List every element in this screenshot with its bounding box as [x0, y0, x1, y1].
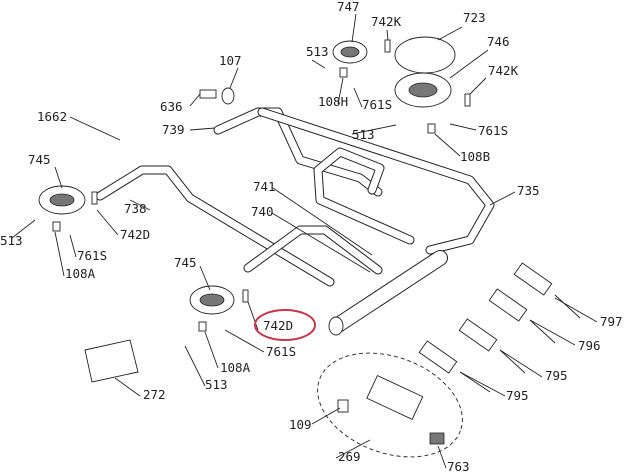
part-label: 109: [289, 417, 312, 432]
burner-parts: [38, 36, 471, 332]
part-label: 742K: [371, 14, 402, 29]
part-label: 741: [253, 179, 276, 194]
part-label: 108A: [220, 360, 251, 375]
part-label: 797: [600, 314, 623, 329]
part-label: 636: [160, 99, 183, 114]
part-label: 796: [578, 338, 601, 353]
part-label: 723: [463, 10, 486, 25]
part-label: 108B: [460, 149, 490, 164]
part-label: 269: [338, 449, 361, 464]
part-label: 795: [545, 368, 568, 383]
part-label: 747: [337, 0, 360, 14]
part-label: 739: [162, 122, 185, 137]
part-label: 795: [506, 388, 529, 403]
part-label: 746: [487, 34, 510, 49]
part-label: 745: [28, 152, 51, 167]
part-label: 272: [143, 387, 166, 402]
highlight-circle: [254, 309, 316, 341]
part-label: 742D: [120, 227, 150, 242]
part-label: 761S: [77, 248, 107, 263]
part-label: 761S: [362, 97, 392, 112]
part-label: 761S: [266, 344, 296, 359]
gas-valves: [84, 262, 581, 458]
part-label: 761S: [478, 123, 508, 138]
part-label: 738: [124, 201, 147, 216]
gas-tubes: [95, 107, 495, 336]
part-label: 513: [306, 44, 329, 59]
part-label: 513: [205, 377, 228, 392]
leader-lines: [11, 13, 598, 469]
part-label: 745: [174, 255, 197, 270]
part-label: 513: [352, 127, 375, 142]
part-label: 513: [0, 233, 23, 248]
part-label: 735: [517, 183, 540, 198]
part-label: 108A: [65, 266, 96, 281]
part-label: 763: [447, 459, 470, 473]
part-label: 740: [251, 204, 274, 219]
part-label-highlighted: 742D: [263, 318, 293, 333]
part-label: 108H: [318, 94, 348, 109]
part-label: 1662: [37, 109, 67, 124]
part-label: 107: [219, 53, 242, 68]
part-label: 742K: [488, 63, 519, 78]
